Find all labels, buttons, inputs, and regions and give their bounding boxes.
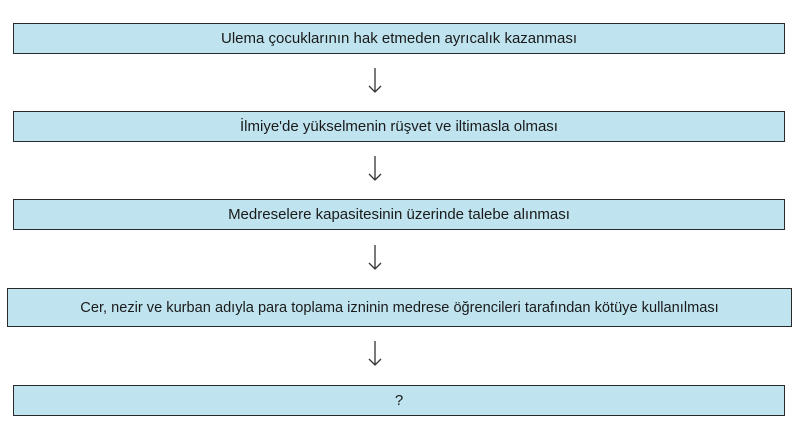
flow-step-4-text: Cer, nezir ve kurban adıyla para toplama… [80,299,719,316]
flow-step-4: Cer, nezir ve kurban adıyla para toplama… [7,288,792,327]
down-arrow-icon [368,68,382,93]
down-arrow-icon [368,156,382,181]
flow-step-5-unknown: ? [13,385,785,416]
down-arrow-icon [368,341,382,366]
down-arrow-icon [368,245,382,270]
flow-step-1: Ulema çocuklarının hak etmeden ayrıcalık… [13,23,785,54]
flow-step-3: Medreselere kapasitesinin üzerinde taleb… [13,199,785,230]
flow-step-1-text: Ulema çocuklarının hak etmeden ayrıcalık… [221,30,577,47]
flow-step-2-text: İlmiye'de yükselmenin rüşvet ve iltimasl… [240,118,558,135]
flow-step-5-text: ? [394,392,404,409]
flow-step-3-text: Medreselere kapasitesinin üzerinde taleb… [228,206,570,223]
flow-step-2: İlmiye'de yükselmenin rüşvet ve iltimasl… [13,111,785,142]
